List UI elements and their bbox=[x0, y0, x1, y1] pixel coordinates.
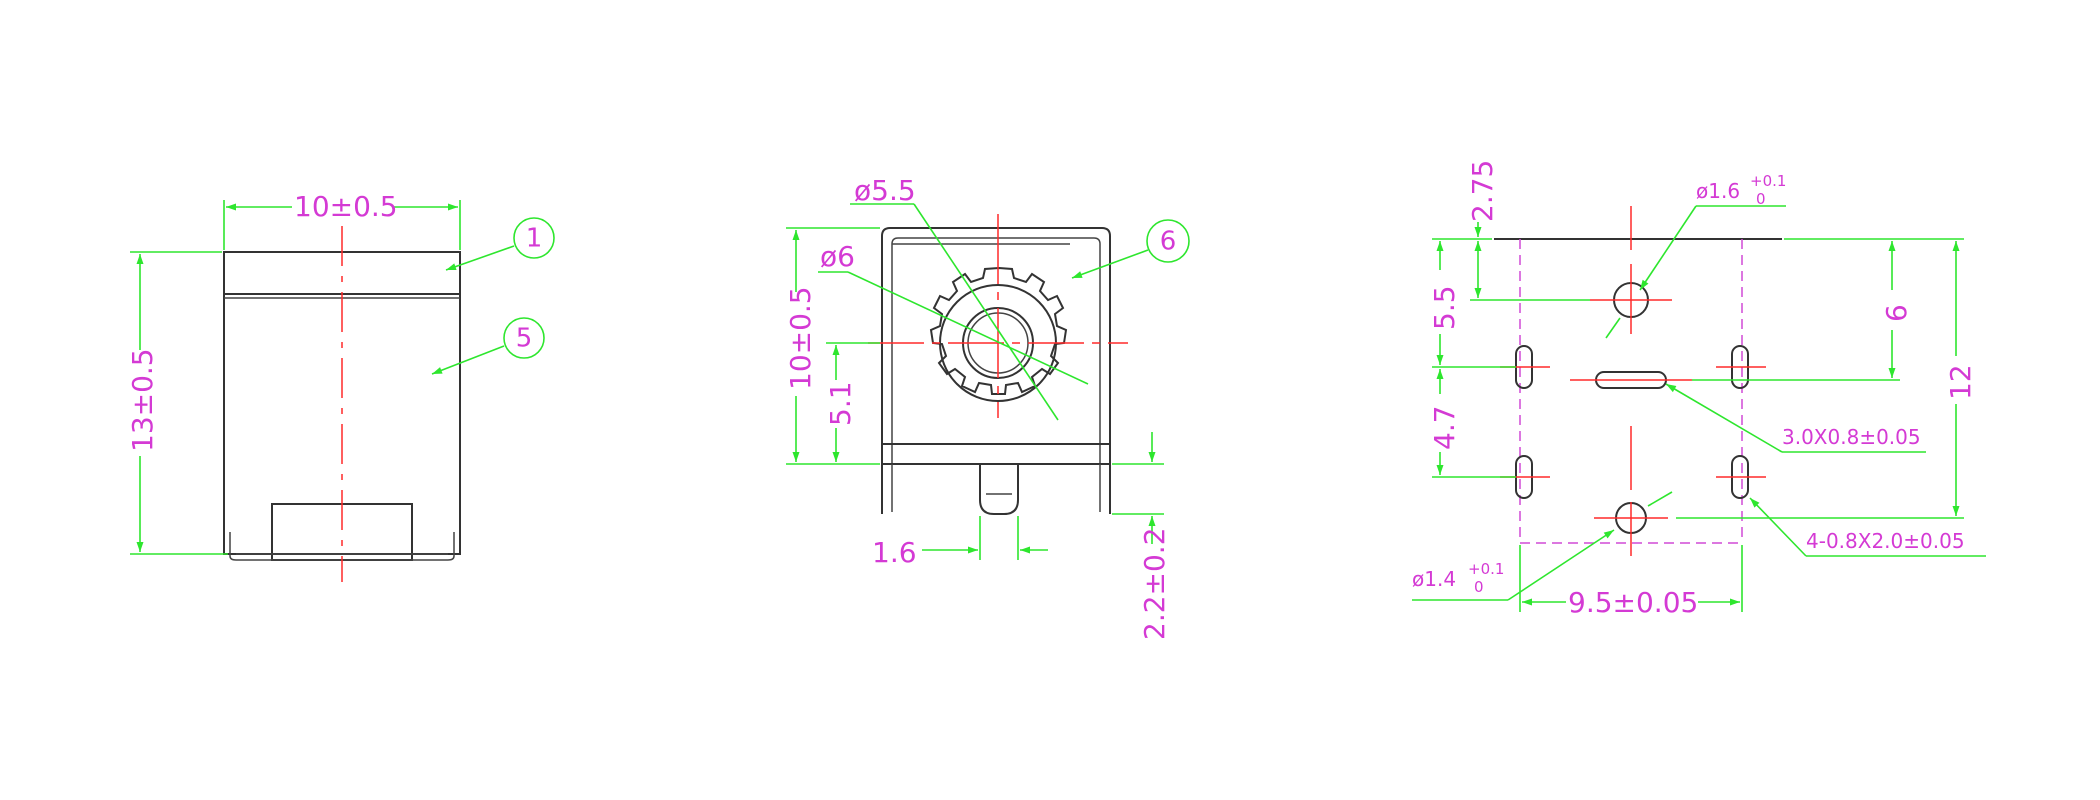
dia6-label: ø6 bbox=[820, 240, 855, 273]
fp-dim-95-label: 9.5±0.05 bbox=[1568, 586, 1698, 619]
balloon-1 bbox=[513, 217, 555, 259]
front-width-label: 10±0.5 bbox=[294, 190, 398, 223]
fp-hole-top-tol-minus: 0 bbox=[1756, 190, 1766, 208]
dia55-label: ø5.5 bbox=[854, 174, 916, 207]
fp-dim-12-label: 12 bbox=[1944, 364, 1977, 400]
dia6-leader-line bbox=[847, 271, 1089, 385]
front-view: 10±0.5 13±0.5 1 5 bbox=[126, 190, 555, 582]
side-body-inner bbox=[891, 237, 1101, 464]
balloon-5 bbox=[503, 317, 545, 359]
fp-hole-bottom-tol-plus: +0.1 bbox=[1468, 560, 1504, 578]
fp-hole-bottom-leader bbox=[1507, 529, 1615, 601]
balloon-1-leader bbox=[445, 245, 515, 271]
fp-hole-bottom-label: ø1.4 bbox=[1412, 567, 1456, 591]
fp-slot-side-leader bbox=[1749, 497, 1807, 557]
footprint-view: 2.75 5.5 4.7 6 12 9.5±0.05 ø1.6 +0.1 0 bbox=[1412, 160, 1986, 619]
balloon-6-leader bbox=[1071, 249, 1149, 279]
balloon-5-leader bbox=[431, 345, 505, 375]
fp-hole-top-leader bbox=[1639, 205, 1697, 291]
fp-hole-top-label: ø1.6 bbox=[1696, 179, 1740, 203]
fp-dim-6-label: 6 bbox=[1880, 304, 1913, 322]
side-body-outline bbox=[881, 227, 1111, 514]
fp-slot-center-label: 3.0X0.8±0.05 bbox=[1782, 425, 1921, 449]
side-center-height-label: 5.1 bbox=[824, 381, 857, 426]
balloon-5-text: 5 bbox=[516, 324, 533, 354]
dia55-leader-line bbox=[913, 203, 1059, 421]
pin-width-label: 1.6 bbox=[872, 536, 917, 569]
side-center-pin bbox=[979, 464, 1019, 515]
balloon-6 bbox=[1146, 219, 1190, 263]
fp-dim-275-label: 2.75 bbox=[1466, 160, 1499, 222]
fp-slot-center-leader bbox=[1665, 383, 1783, 453]
fp-hole-bottom-leader-tail bbox=[1647, 491, 1673, 507]
fp-dim-55-label: 5.5 bbox=[1428, 285, 1461, 330]
pin-length-label: 2.2±0.2 bbox=[1138, 527, 1171, 640]
side-height-label: 10±0.5 bbox=[784, 286, 817, 390]
fp-hole-top-tol-plus: +0.1 bbox=[1750, 172, 1786, 190]
balloon-6-text: 6 bbox=[1160, 227, 1177, 257]
fp-hole-top-leader-tail bbox=[1605, 317, 1621, 339]
balloon-1-text: 1 bbox=[526, 224, 543, 254]
side-view: ø5.5 ø6 10±0.5 5.1 1.6 2.2±0.2 6 bbox=[784, 174, 1190, 640]
fp-hole-bottom-tol-minus: 0 bbox=[1474, 578, 1484, 596]
fp-slot-side-label: 4-0.8X2.0±0.05 bbox=[1806, 529, 1965, 553]
front-height-label: 13±0.5 bbox=[126, 348, 159, 452]
fp-dim-47-label: 4.7 bbox=[1428, 405, 1461, 450]
